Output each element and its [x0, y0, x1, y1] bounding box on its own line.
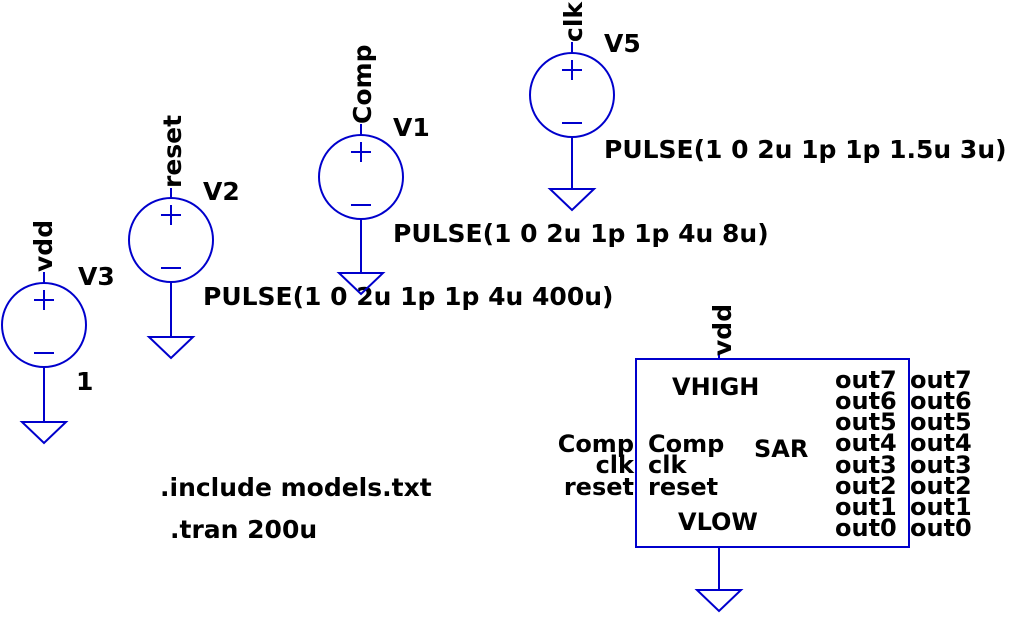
- net-label-clk: clk: [596, 451, 635, 479]
- net-label-out3: out3: [910, 451, 972, 479]
- source-v2[interactable]: reset V2 PULSE(1 0 2u 1p 1p 4u 400u): [128, 115, 613, 360]
- include-directive[interactable]: .include models.txt: [160, 473, 432, 502]
- pin-out5: out5: [835, 408, 897, 436]
- pin-out3: out3: [835, 451, 897, 479]
- net-label-out1: out1: [910, 493, 972, 521]
- ground-symbol: [694, 589, 744, 613]
- pin-out0: out0: [835, 514, 897, 542]
- net-label-clk: clk: [559, 1, 588, 42]
- source-ref: V3: [78, 262, 115, 291]
- ground-symbol: [336, 272, 386, 296]
- pin-reset: reset: [648, 473, 718, 501]
- pin-comp: Comp: [648, 430, 724, 458]
- pin-out2: out2: [835, 472, 897, 500]
- pin-vlow: VLOW: [678, 508, 758, 536]
- net-label-reset: reset: [158, 115, 187, 188]
- block-name: SAR: [754, 435, 808, 463]
- net-label-out5: out5: [910, 408, 972, 436]
- net-label-comp: Comp: [348, 45, 377, 124]
- net-label-reset: reset: [564, 473, 634, 501]
- sar-block-body: [635, 358, 910, 548]
- source-v1[interactable]: Comp V1 PULSE(1 0 2u 1p 1p 4u 8u): [318, 45, 769, 296]
- net-label-vdd: vdd: [29, 220, 58, 272]
- pin-out4: out4: [835, 429, 897, 457]
- ground-symbol: [547, 188, 597, 212]
- net-label-out6: out6: [910, 387, 972, 415]
- source-value: PULSE(1 0 2u 1p 1p 4u 400u): [203, 282, 613, 311]
- net-label-vdd: vdd: [708, 304, 737, 356]
- tran-directive[interactable]: .tran 200u: [170, 515, 317, 544]
- source-ref: V5: [604, 29, 641, 58]
- source-value: PULSE(1 0 2u 1p 1p 1.5u 3u): [604, 135, 1007, 164]
- pin-vhigh: VHIGH: [672, 373, 759, 401]
- source-value: PULSE(1 0 2u 1p 1p 4u 8u): [393, 219, 769, 248]
- sar-block[interactable]: vdd VHIGH SAR VLOW Comp clk reset Comp c…: [558, 304, 972, 613]
- pin-clk: clk: [648, 451, 687, 479]
- ground-symbol: [146, 336, 196, 360]
- pin-out7: out7: [835, 366, 897, 394]
- pin-out6: out6: [835, 387, 897, 415]
- pin-out1: out1: [835, 493, 897, 521]
- source-v3[interactable]: vdd V3 1: [1, 220, 115, 445]
- net-label-out4: out4: [910, 429, 972, 457]
- net-label-out0: out0: [910, 514, 972, 542]
- net-label-out7: out7: [910, 366, 972, 394]
- ground-symbol: [19, 421, 69, 445]
- source-value: 1: [76, 367, 93, 396]
- source-ref: V1: [393, 113, 430, 142]
- net-label-comp: Comp: [558, 430, 634, 458]
- source-ref: V2: [203, 177, 240, 206]
- net-label-out2: out2: [910, 472, 972, 500]
- source-v5[interactable]: clk V5 PULSE(1 0 2u 1p 1p 1.5u 3u): [529, 1, 1007, 212]
